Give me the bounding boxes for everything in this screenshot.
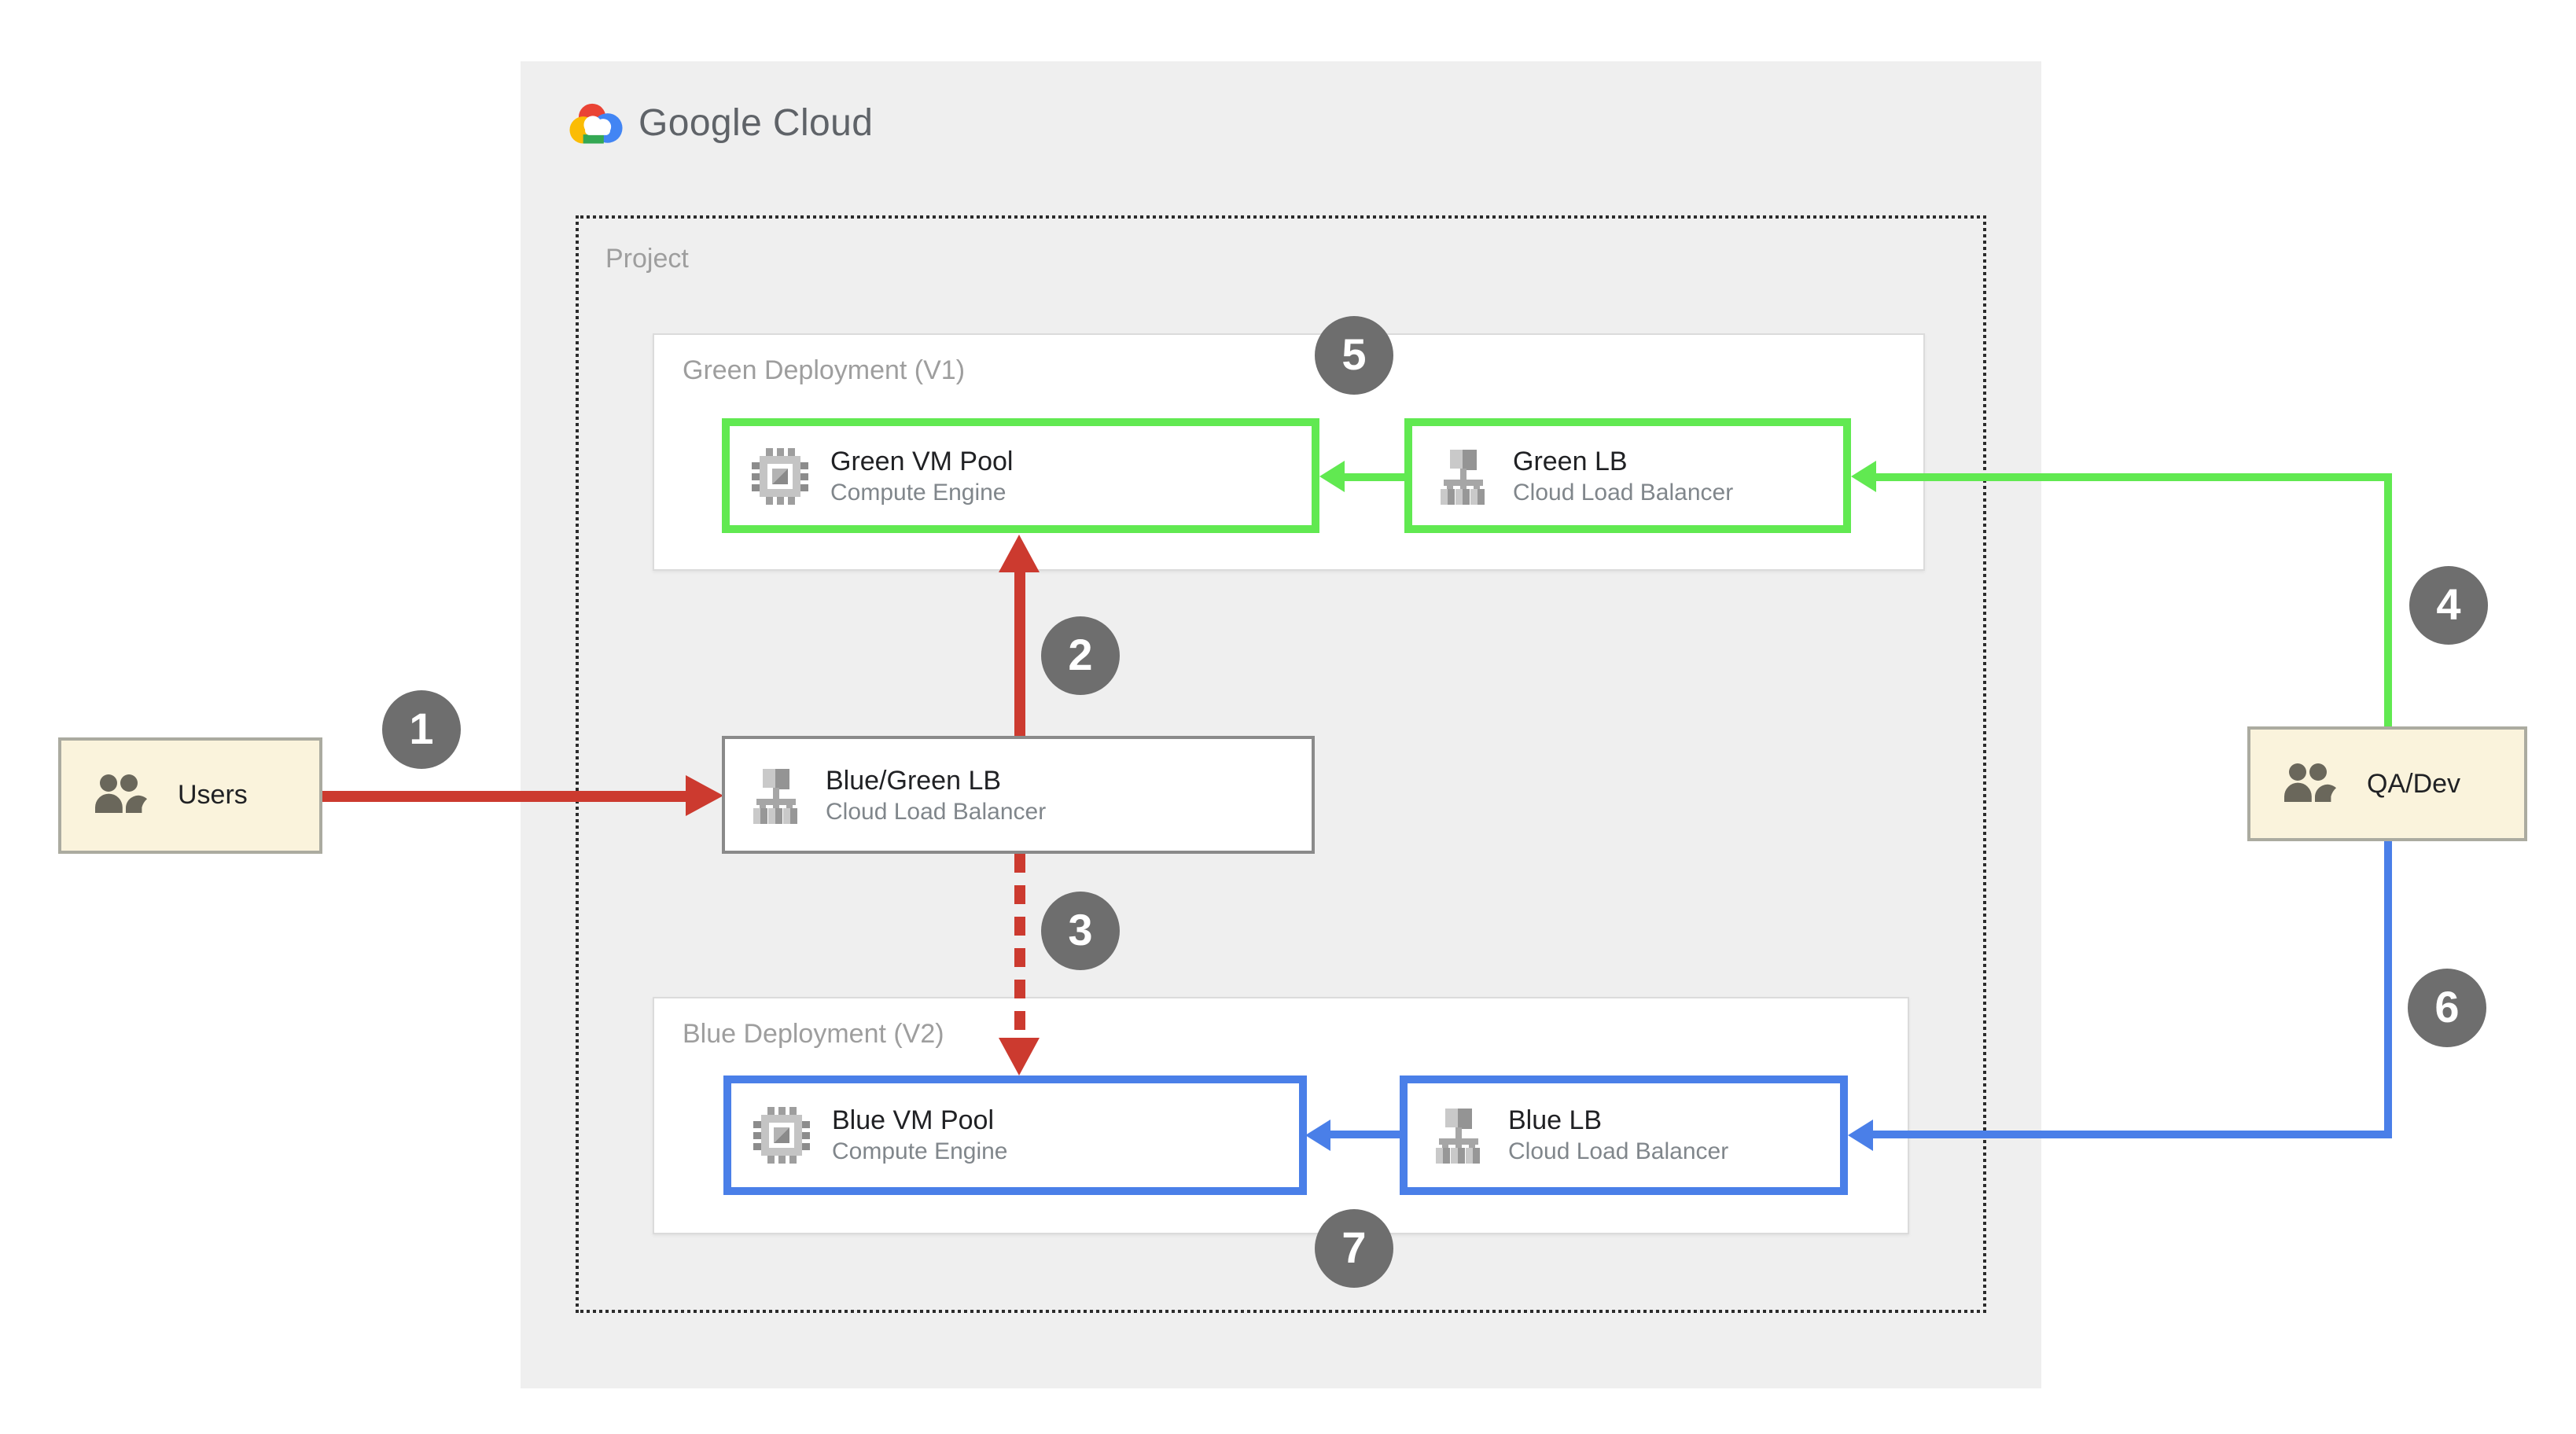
arrow-lb-to-blue-vm-dashed — [1014, 854, 1025, 1039]
arrow-qadev-to-green-lb-horizontal — [1876, 472, 2392, 480]
green-lb-title: Green LB — [1513, 446, 1628, 476]
load-balancer-icon — [753, 768, 797, 823]
blue-green-lb-subtitle: Cloud Load Balancer — [826, 798, 1047, 825]
blue-green-lb-node: Blue/Green LB Cloud Load Balancer — [722, 736, 1315, 854]
arrow-green-lb-to-green-vm — [1345, 472, 1404, 480]
google-cloud-logo: Google Cloud — [568, 101, 873, 148]
blue-lb-title: Blue LB — [1508, 1105, 1603, 1135]
green-vm-pool-title: Green VM Pool — [830, 446, 1014, 476]
step-badge-6: 6 — [2408, 969, 2486, 1047]
blue-vm-pool-subtitle: Compute Engine — [832, 1138, 1008, 1165]
qa-dev-label: QA/Dev — [2367, 768, 2461, 798]
step-badge-2: 2 — [1041, 616, 1120, 695]
project-boundary: Project — [576, 215, 1986, 1313]
blue-green-lb-title: Blue/Green LB — [826, 765, 1002, 795]
arrow-users-to-lb — [322, 790, 689, 801]
arrowhead-qadev-to-green-lb — [1851, 461, 1876, 492]
blue-lb-node: Blue LB Cloud Load Balancer — [1400, 1076, 1848, 1195]
arrow-lb-to-green-vm — [1014, 569, 1025, 736]
users-icon — [2284, 763, 2336, 801]
arrowhead-users-to-lb — [686, 775, 723, 816]
step-badge-5: 5 — [1315, 316, 1393, 395]
green-lb-node: Green LB Cloud Load Balancer — [1404, 418, 1851, 533]
arrow-blue-lb-to-blue-vm — [1330, 1131, 1400, 1138]
blue-deployment-label: Blue Deployment (V2) — [683, 1019, 944, 1049]
arrowhead-green-lb-to-green-vm — [1319, 461, 1345, 492]
project-label: Project — [605, 244, 689, 274]
step-badge-1: 1 — [382, 690, 461, 769]
green-deployment-label: Green Deployment (V1) — [683, 355, 966, 385]
users-icon — [95, 774, 147, 813]
compute-engine-icon — [752, 447, 808, 504]
arrowhead-lb-to-green-vm — [999, 535, 1040, 572]
arrowhead-lb-to-blue-vm — [999, 1038, 1040, 1076]
blue-lb-subtitle: Cloud Load Balancer — [1508, 1138, 1729, 1165]
arrow-qadev-to-blue-lb-horizontal — [1873, 1131, 2392, 1138]
compute-engine-icon — [753, 1107, 810, 1164]
arrowhead-blue-lb-to-blue-vm — [1305, 1119, 1330, 1150]
blue-vm-pool-node: Blue VM Pool Compute Engine — [723, 1076, 1307, 1195]
green-lb-subtitle: Cloud Load Balancer — [1513, 479, 1734, 506]
green-vm-pool-subtitle: Compute Engine — [830, 479, 1006, 506]
logo-text: Google Cloud — [638, 102, 874, 145]
users-node: Users — [58, 737, 322, 854]
step-badge-3: 3 — [1041, 892, 1120, 970]
blue-vm-pool-title: Blue VM Pool — [832, 1105, 994, 1135]
arrow-qadev-to-blue-lb-vertical — [2384, 841, 2392, 1138]
step-badge-7: 7 — [1315, 1209, 1393, 1288]
google-cloud-logo-icon — [569, 103, 623, 144]
arrow-qadev-to-green-lb-vertical — [2384, 472, 2392, 727]
qa-dev-node: QA/Dev — [2247, 726, 2527, 841]
arrowhead-qadev-to-blue-lb — [1848, 1119, 1873, 1150]
load-balancer-icon — [1441, 449, 1485, 504]
step-badge-4: 4 — [2409, 566, 2488, 645]
load-balancer-icon — [1436, 1109, 1480, 1164]
green-vm-pool-node: Green VM Pool Compute Engine — [722, 418, 1319, 533]
users-label: Users — [178, 780, 248, 810]
